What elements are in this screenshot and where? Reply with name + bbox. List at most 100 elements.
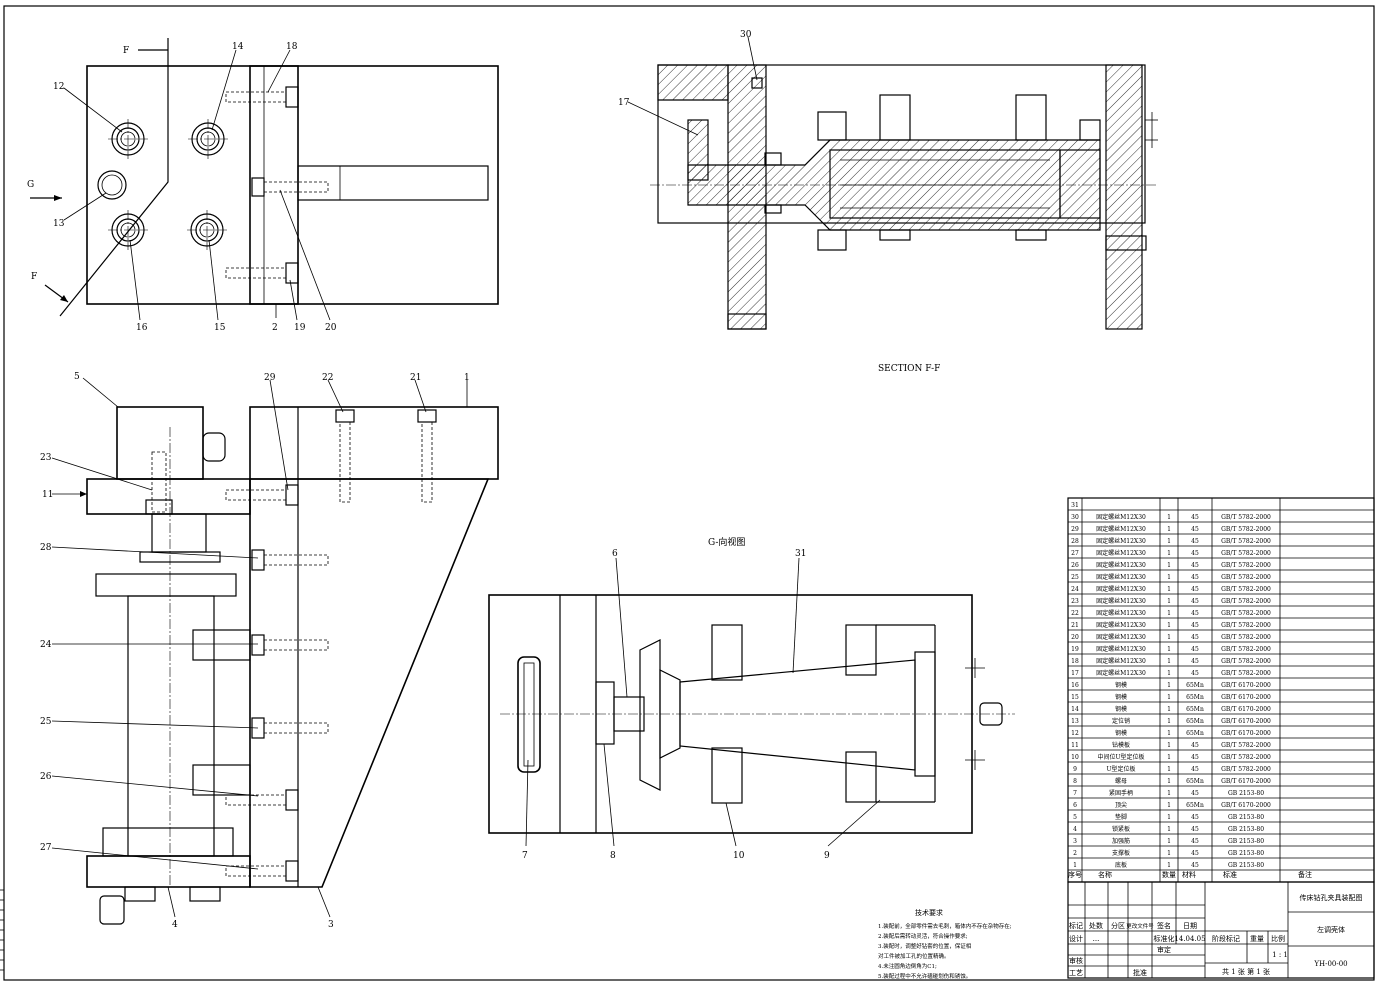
bom-cell-material: 45 xyxy=(1191,526,1199,533)
bom-cell-no: 29 xyxy=(1071,526,1079,533)
bom-cell-qty: 1 xyxy=(1167,562,1171,569)
design-name: ... xyxy=(1093,935,1100,943)
bom-header-qty: 数量 xyxy=(1162,870,1176,879)
bom-cell-qty: 1 xyxy=(1167,682,1171,689)
bom-cell-material: 45 xyxy=(1191,514,1199,521)
bom-cell-standard: GB/T 6170-2000 xyxy=(1221,730,1271,737)
rev-date-label: 日期 xyxy=(1183,922,1197,930)
bom-cell-no: 2 xyxy=(1073,850,1077,857)
frame-ruler xyxy=(0,889,4,971)
bom-cell-standard: GB/T 5782-2000 xyxy=(1221,574,1271,581)
callout-8: 8 xyxy=(610,851,616,861)
stage-mark-label: 阶段标记 xyxy=(1212,934,1240,943)
bom-cell-no: 12 xyxy=(1071,730,1079,737)
bom-header-standard: 标准 xyxy=(1223,870,1237,879)
callout-1: 1 xyxy=(464,373,470,383)
rev-sign-label: 签名 xyxy=(1157,921,1171,930)
bom-cell-no: 20 xyxy=(1071,634,1079,641)
callout-25: 25 xyxy=(40,717,52,727)
callout-21: 21 xyxy=(410,373,421,383)
drawing-border xyxy=(3,5,1375,981)
bom-cell-no: 27 xyxy=(1071,550,1079,557)
bom-cell-no: 3 xyxy=(1073,838,1077,845)
bom-cell-material: 45 xyxy=(1191,754,1199,761)
bom-cell-name: 固定螺丝M12X30 xyxy=(1096,609,1146,617)
bom-cell-qty: 1 xyxy=(1167,706,1171,713)
callout-24: 24 xyxy=(40,640,52,650)
bom-cell-material: 65Mn xyxy=(1186,802,1204,809)
bom-cell-material: 45 xyxy=(1191,646,1199,653)
bom-cell-standard: GB/T 5782-2000 xyxy=(1221,658,1271,665)
bom-cell-no: 4 xyxy=(1073,826,1077,833)
bom-cell-name: U型定位板 xyxy=(1106,765,1135,773)
drawing-number: YH-00-00 xyxy=(1313,960,1347,968)
bom-cell-qty: 1 xyxy=(1167,670,1171,677)
section-view-title: SECTION F-F xyxy=(878,364,940,374)
callout-28: 28 xyxy=(40,543,52,553)
callout-5: 5 xyxy=(74,372,80,382)
rev-doc-label: 更改文件号 xyxy=(1126,922,1154,930)
bom-cell-qty: 1 xyxy=(1167,790,1171,797)
tech-req-line-5: 4.未注圆角边倒角为C1; xyxy=(878,962,937,970)
bom-cell-standard: GB/T 5782-2000 xyxy=(1221,538,1271,545)
bom-cell-qty: 1 xyxy=(1167,526,1171,533)
callout-23: 23 xyxy=(40,453,52,463)
callout-13: 13 xyxy=(53,219,65,229)
bom-cell-material: 45 xyxy=(1191,814,1199,821)
bom-cell-qty: 1 xyxy=(1167,622,1171,629)
callout-17: 17 xyxy=(618,98,630,108)
bom-cell-standard: GB/T 5782-2000 xyxy=(1221,526,1271,533)
bom-cell-name: 加强筋 xyxy=(1112,837,1130,845)
bom-cell-material: 45 xyxy=(1191,538,1199,545)
bom-cell-qty: 1 xyxy=(1167,778,1171,785)
bom-header-name: 名称 xyxy=(1098,870,1112,879)
bom-cell-name: 固定螺丝M12X30 xyxy=(1096,513,1146,521)
callout-26: 26 xyxy=(40,772,52,782)
tech-req-line-1: 1.装配前，全部零件需去毛刺，箱体内不存在杂物存在; xyxy=(878,922,1012,930)
bom-cell-material: 45 xyxy=(1191,862,1199,869)
bom-cell-name: 固定螺丝M12X30 xyxy=(1096,633,1146,641)
technical-requirements: 技术要求 1.装配前，全部零件需去毛刺，箱体内不存在杂物存在; 2.装配后需转动… xyxy=(878,908,1012,980)
bom-cell-name: 钢模 xyxy=(1115,681,1127,689)
bom-cell-qty: 1 xyxy=(1167,586,1171,593)
bom-cell-material: 65Mn xyxy=(1186,694,1204,701)
section-marker-bottom: F xyxy=(31,272,37,282)
section-marker-top: F xyxy=(123,46,129,56)
tech-req-line-2: 2.装配后需转动灵活，符合操作要求; xyxy=(878,932,968,940)
bom-cell-no: 22 xyxy=(1071,610,1079,617)
bom-cell-qty: 1 xyxy=(1167,862,1171,869)
bom-cell-material: 45 xyxy=(1191,766,1199,773)
weight-label: 重量 xyxy=(1250,935,1264,943)
bom-cell-standard: GB/T 5782-2000 xyxy=(1221,646,1271,653)
bom-cell-name: 固定螺丝M12X30 xyxy=(1096,561,1146,569)
tech-req-line-4: 对工件被加工孔的位置精确。 xyxy=(878,952,950,960)
callout-11: 11 xyxy=(42,490,53,500)
bom-cell-no: 30 xyxy=(1071,514,1079,521)
bom-cell-material: 45 xyxy=(1191,586,1199,593)
bom-header-note: 备注 xyxy=(1298,870,1312,879)
callout-12: 12 xyxy=(53,82,64,92)
bom-header-no: 序号 xyxy=(1068,870,1082,879)
bom-cell-material: 45 xyxy=(1191,658,1199,665)
bom-cell-name: 钢模 xyxy=(1115,693,1127,701)
bom-cell-standard: GB/T 5782-2000 xyxy=(1221,634,1271,641)
bom-cell-qty: 1 xyxy=(1167,634,1171,641)
bom-cell-qty: 1 xyxy=(1167,538,1171,545)
callout-29: 29 xyxy=(264,373,276,383)
bom-cell-qty: 1 xyxy=(1167,742,1171,749)
bom-cell-name: 固定螺丝M12X30 xyxy=(1096,669,1146,677)
bom-cell-standard: GB/T 5782-2000 xyxy=(1221,550,1271,557)
bom-cell-material: 45 xyxy=(1191,838,1199,845)
bom-cell-name: 固定螺丝M12X30 xyxy=(1096,621,1146,629)
callout-6: 6 xyxy=(612,549,618,559)
bom-cell-qty: 1 xyxy=(1167,574,1171,581)
bom-cell-name: 钻模板 xyxy=(1112,741,1130,749)
process-label: 工艺 xyxy=(1069,969,1083,977)
top-view: F G F xyxy=(27,38,499,318)
tech-req-title: 技术要求 xyxy=(915,908,943,917)
bom-cell-no: 19 xyxy=(1071,646,1079,653)
callout-10: 10 xyxy=(733,851,745,861)
callout-3: 3 xyxy=(328,920,334,930)
